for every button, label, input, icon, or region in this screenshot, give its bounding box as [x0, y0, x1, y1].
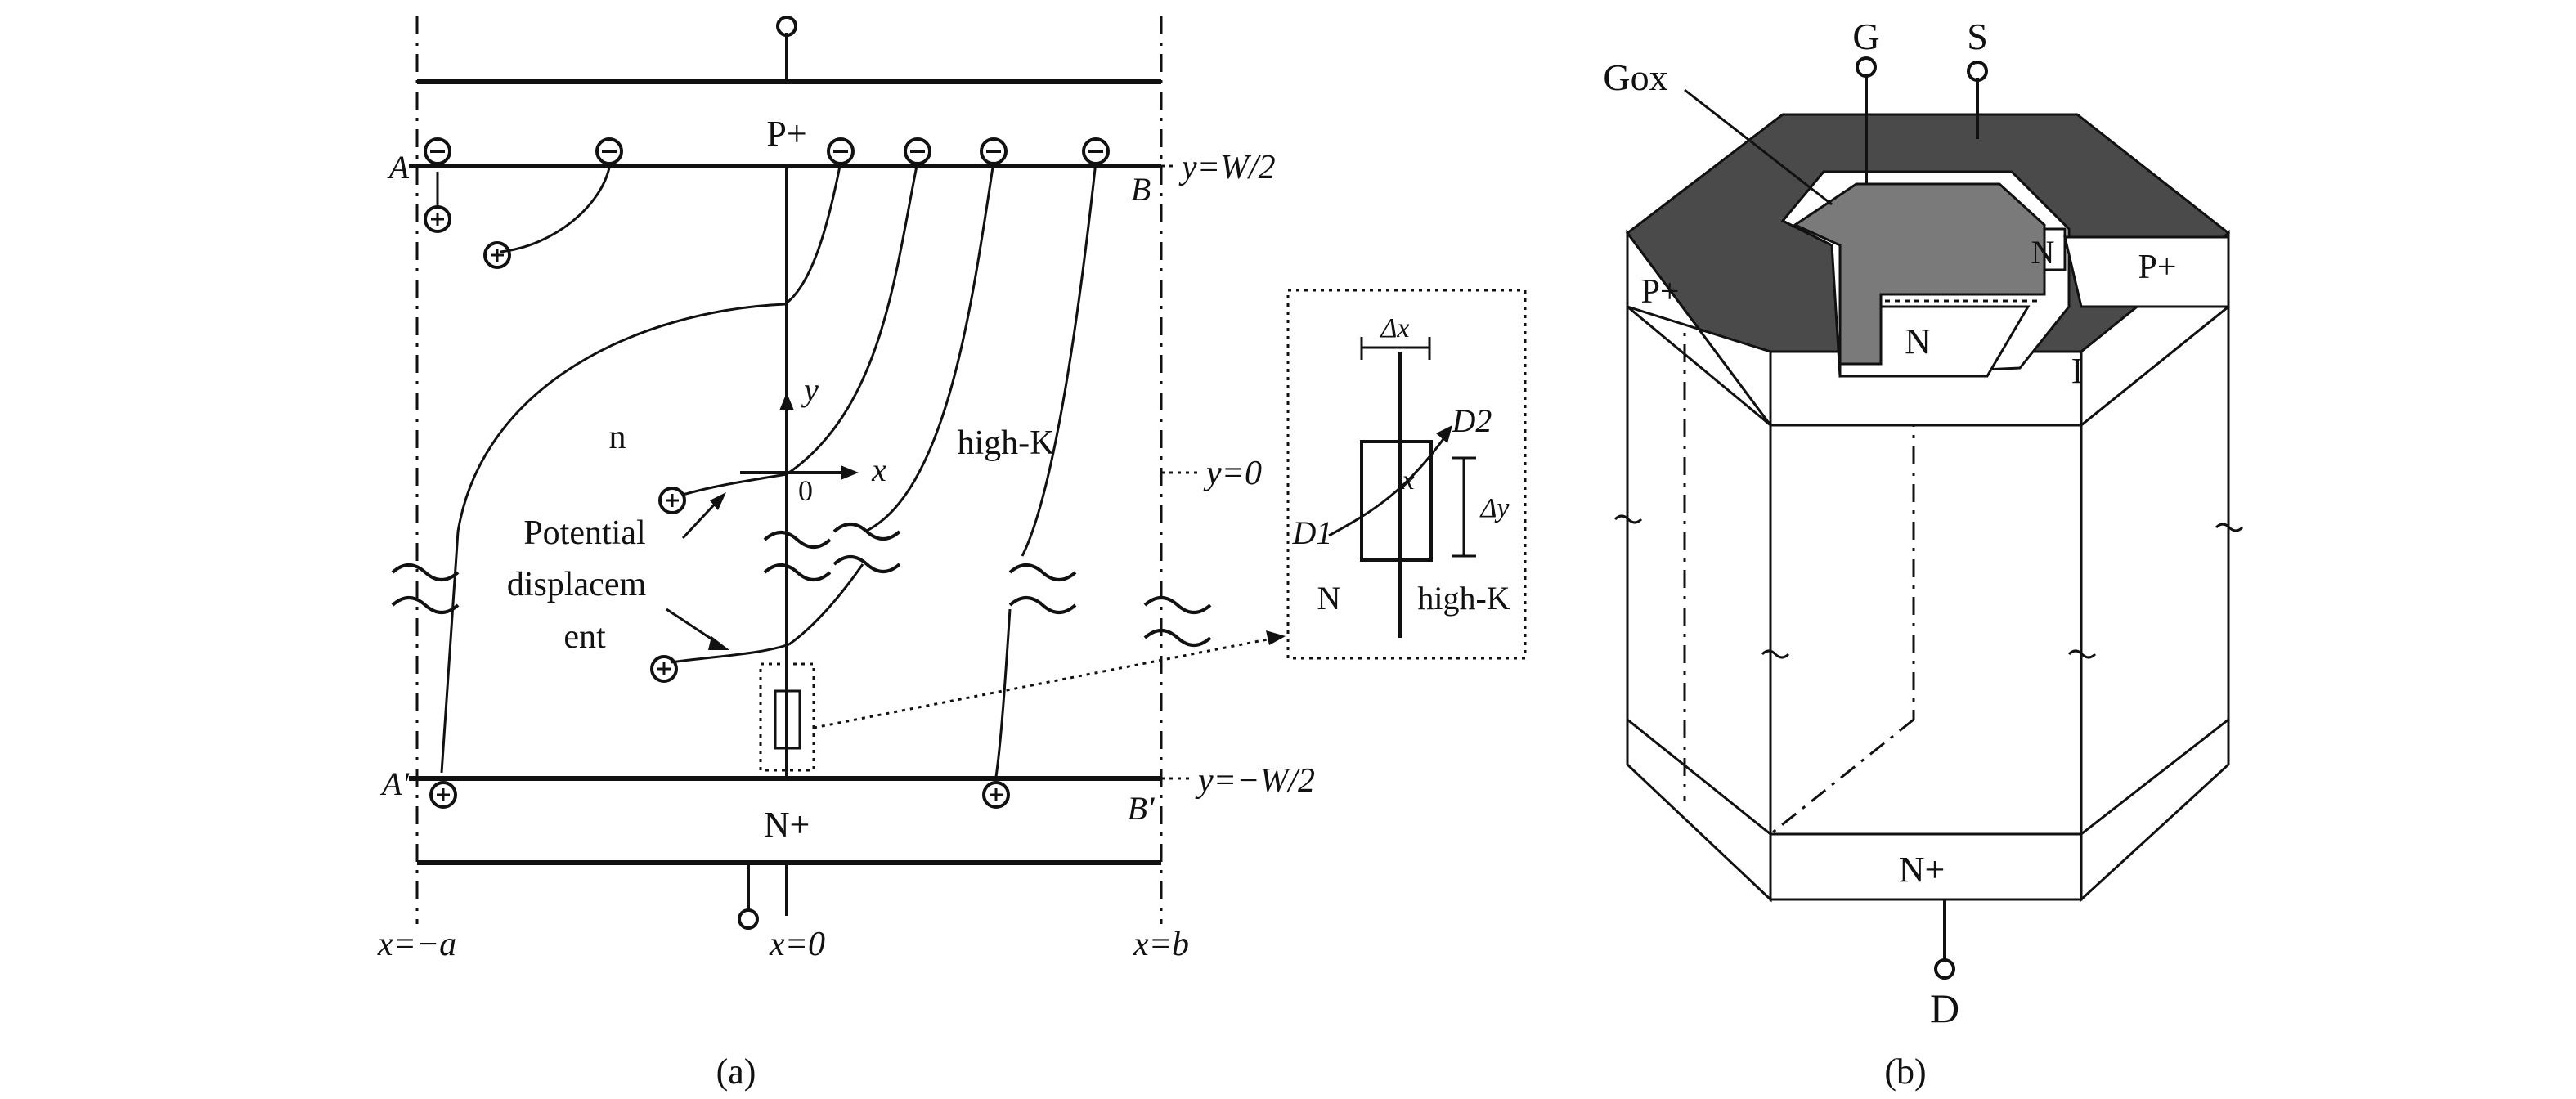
inset-label-n: N	[1317, 580, 1341, 617]
inset	[1286, 289, 1527, 660]
label-gox: Gox	[1603, 56, 1667, 98]
label-y-zero: y=0	[1203, 455, 1262, 492]
inset-d-arrow-head	[1436, 425, 1452, 443]
source-terminal	[1967, 61, 1988, 82]
element-box	[774, 689, 801, 750]
electron-5	[980, 137, 1008, 165]
panel-a: P+ N+ n high-K A B A' B' y=W/2 y=0 y=−W/…	[377, 16, 1527, 1092]
drain-terminal	[1934, 958, 1955, 980]
hole-4	[650, 655, 678, 683]
electron-6	[1082, 137, 1110, 165]
n-plus-band-left-top	[1627, 718, 1771, 836]
field-line-4	[1021, 161, 1097, 557]
label-y-bottom: y=−W/2	[1195, 762, 1315, 800]
hole-6	[982, 781, 1010, 809]
label-point-b: B	[1131, 171, 1151, 208]
x-axis-arrow	[841, 465, 859, 480]
upper-band-left	[1627, 305, 1771, 427]
label-intrinsic: I	[2071, 351, 2084, 391]
n-plus-band-right-top	[2080, 718, 2229, 836]
y-axis-arrow	[779, 392, 794, 410]
hole-5	[429, 781, 457, 809]
label-x-zero: x=0	[769, 926, 825, 963]
field-line-3-lower	[788, 563, 864, 646]
label-axis-y: y	[801, 371, 819, 408]
label-x-left: x=−a	[377, 926, 456, 963]
field-line-4-lower	[994, 608, 1012, 778]
field-line-3	[864, 161, 995, 533]
hidden-line-base	[1770, 718, 1914, 836]
inset-d-vector	[1328, 433, 1449, 537]
inset-label-high-k: high-K	[1417, 580, 1510, 617]
label-point-b-prime: B'	[1128, 790, 1156, 827]
potential-line-lower	[670, 643, 790, 664]
label-origin: 0	[798, 474, 813, 507]
label-n-center: N	[1905, 321, 1931, 361]
label-point-a-prime: A'	[379, 765, 410, 802]
gate-terminal	[1856, 56, 1877, 78]
label-drain: D	[1930, 985, 1959, 1031]
element-dashed-box	[759, 662, 815, 772]
electron-4	[904, 137, 931, 165]
zoom-arrow-head	[1266, 630, 1286, 645]
electron-1	[424, 137, 451, 165]
inset-label-d1: D1	[1292, 514, 1333, 551]
label-high-k: high-K	[958, 424, 1055, 462]
label-n-plus: N+	[1899, 850, 1945, 890]
caption-b: (b)	[1884, 1052, 1926, 1092]
label-p-plus-left: P+	[1640, 273, 1679, 311]
potential-arrow-upper	[681, 497, 721, 540]
field-line-1	[440, 161, 842, 774]
label-y-top: y=W/2	[1178, 149, 1276, 186]
potential-arrow-lower-head	[708, 636, 729, 650]
hole-1	[424, 205, 451, 233]
hole-3	[658, 487, 686, 514]
prism-front-face	[1769, 424, 2083, 901]
potential-arrow-upper-head	[710, 492, 726, 510]
label-source: S	[1967, 16, 1988, 57]
gox-pointer	[1684, 88, 1833, 206]
potential-line-upper	[682, 473, 788, 496]
label-p-plus: P+	[766, 114, 806, 154]
inset-label-delta-x: Δx	[1379, 313, 1409, 343]
zoom-dotted-line	[813, 636, 1277, 729]
panel-b: Gox G S D N P+ P+ N I N+ (b)	[1603, 16, 2244, 1092]
inset-label-delta-y: Δy	[1479, 493, 1510, 523]
p-plus-right-block	[2063, 236, 2230, 308]
potential-arrow-lower	[666, 608, 720, 646]
top-terminal	[776, 16, 797, 37]
label-p-plus-right: P+	[2138, 249, 2176, 286]
label-potential-line3: ent	[563, 618, 606, 656]
inset-label-d2: D2	[1452, 402, 1492, 439]
label-n-region: n	[609, 419, 626, 456]
label-x-right: x=b	[1133, 926, 1189, 963]
caption-a: (a)	[716, 1052, 756, 1092]
electrons	[424, 137, 1110, 165]
hole-2	[483, 241, 511, 269]
label-gate: G	[1852, 16, 1879, 57]
bottom-terminal	[738, 908, 759, 930]
label-potential-line2: displacem	[507, 566, 647, 603]
label-n-top: N	[2031, 234, 2055, 271]
label-n-plus: N+	[764, 805, 810, 845]
break-marks-b	[1613, 514, 2244, 659]
inset-element	[1360, 440, 1433, 562]
holes	[424, 205, 1010, 809]
label-axis-x: x	[871, 451, 886, 488]
field-line-2	[786, 161, 919, 476]
break-marks	[391, 523, 1212, 647]
label-point-a: A	[387, 149, 410, 186]
electron-2	[595, 137, 623, 165]
inset-label-x: x	[1401, 465, 1414, 496]
label-potential-line1: Potential	[523, 514, 645, 552]
electron-3	[827, 137, 855, 165]
hole-field-line	[500, 167, 611, 253]
gate-electrode	[1792, 182, 2046, 366]
